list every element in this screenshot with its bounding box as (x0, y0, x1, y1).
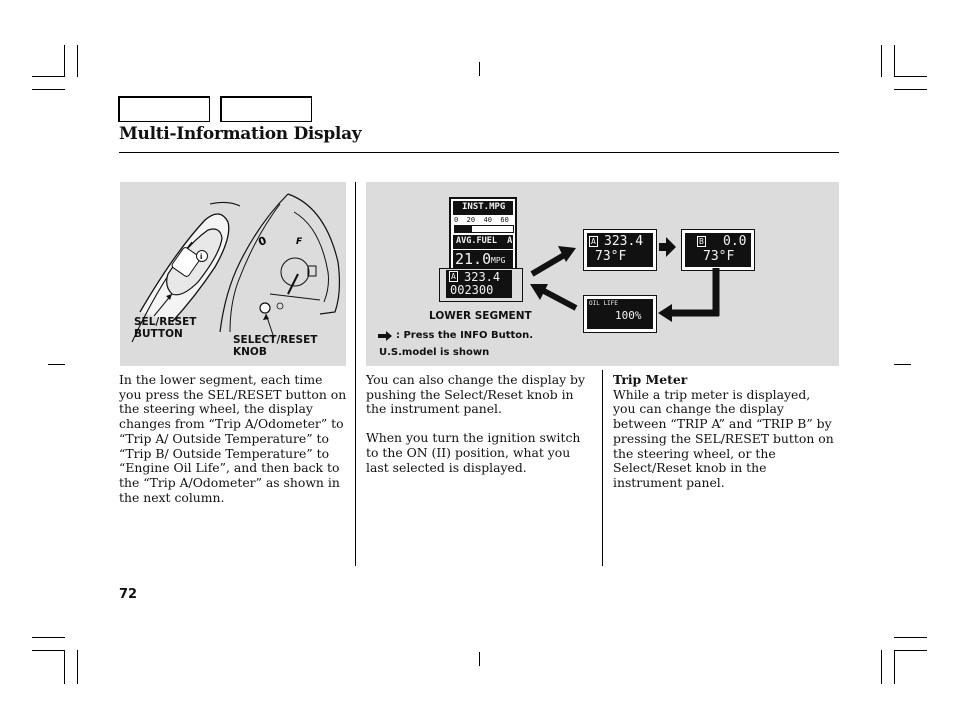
info-arrow-legend-icon (378, 331, 392, 341)
oil-life-display: OIL LIFE 100% (583, 295, 657, 333)
svg-text:i: i (200, 253, 202, 261)
mpg-scale: 0 20 40 60 (454, 216, 509, 224)
header-tab-1 (118, 96, 210, 122)
inst-mpg-header: INST.MPG (453, 201, 513, 215)
legend-text: : Press the INFO Button. (396, 330, 534, 341)
svg-text:0: 0 (257, 234, 269, 249)
steering-illustration: i 0 F (131, 193, 341, 343)
column-rule-2 (602, 370, 603, 566)
arrow-to-trip-b-icon (659, 237, 676, 257)
display-sequence-figure: INST.MPG 0 20 40 60 AVG.FUEL A 21.0 MPG … (366, 182, 839, 366)
column-2: You can also change the display by pushi… (366, 372, 596, 475)
mpg-bar (454, 225, 514, 233)
page-number: 72 (119, 587, 138, 602)
steering-figure: i 0 F SEL/RESET BUTTON SELECT/RESET KNOB (120, 182, 346, 366)
arrow-back-to-top-icon (530, 284, 578, 311)
sel-reset-button-label: SEL/RESET BUTTON (134, 316, 197, 340)
arrow-to-oil-life-icon (658, 268, 720, 322)
column-rule-1 (355, 182, 356, 566)
select-reset-knob-label: SELECT/RESET KNOB (233, 334, 318, 358)
sequence-arrows (378, 237, 720, 341)
column-2-paragraph-2: When you turn the ignition switch to the… (366, 430, 581, 475)
avg-fuel-header: AVG.FUEL A (453, 235, 513, 249)
column-3: Trip Meter While a trip meter is display… (613, 372, 835, 491)
column-2-paragraph-1: You can also change the display by pushi… (366, 372, 585, 417)
trip-a-temp-display: A 323.4 73°F (583, 229, 657, 271)
column-1-text: In the lower segment, each time you pres… (119, 372, 347, 505)
avg-mpg-value-box: 21.0 MPG (453, 250, 513, 268)
lower-segment-label: LOWER SEGMENT (429, 310, 532, 322)
header-tab-2 (220, 96, 312, 122)
arrow-to-trip-a-icon (530, 246, 576, 277)
title-rule (119, 152, 839, 153)
model-note: U.S.model is shown (379, 347, 490, 358)
trip-meter-text: While a trip meter is displayed, you can… (613, 386, 834, 490)
page-title: Multi-Information Display (119, 124, 362, 144)
trip-meter-heading: Trip Meter (613, 372, 688, 387)
svg-text:F: F (296, 237, 303, 247)
lower-segment-display: A 323.4 002300 (439, 268, 523, 302)
